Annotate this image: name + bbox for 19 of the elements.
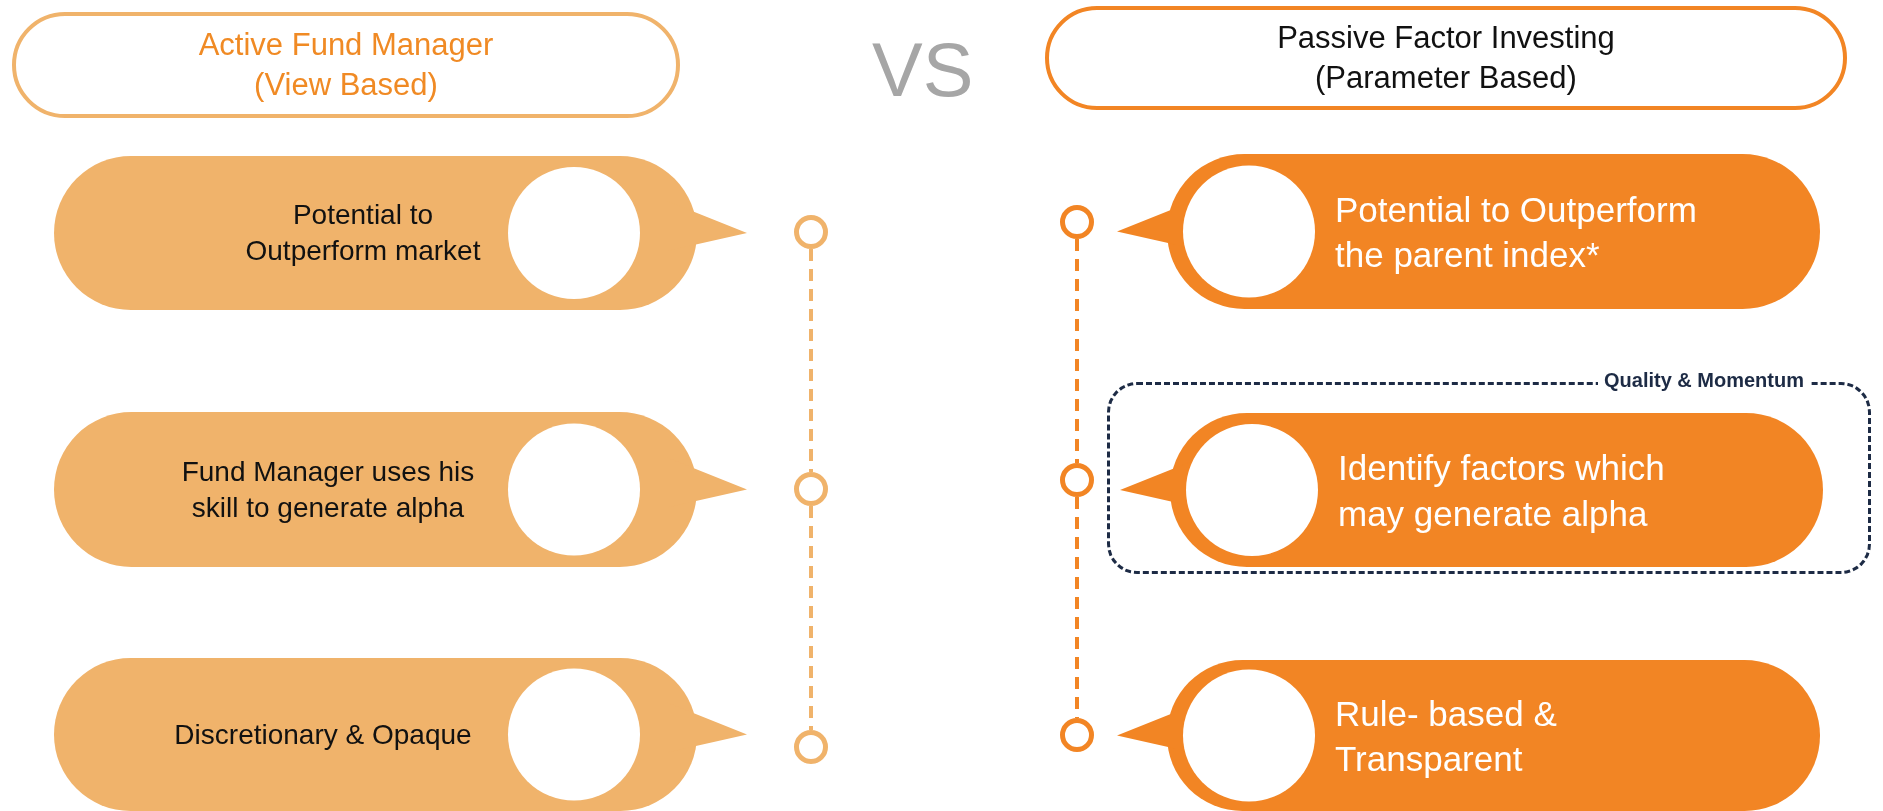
- timeline-circle: [1060, 463, 1094, 497]
- header-text: Active Fund Manager (View Based): [197, 25, 495, 104]
- timeline-circle: [1060, 205, 1094, 239]
- bubble-text: Rule- based & Transparent: [1335, 692, 1558, 780]
- timeline-circle: [794, 730, 828, 764]
- dashed-connector: [1075, 239, 1079, 463]
- dashed-connector: [809, 506, 813, 730]
- dashed-connector: [809, 249, 813, 472]
- bubble-text: Discretionary & Opaque: [173, 717, 473, 752]
- timeline-circle: [794, 215, 828, 249]
- bubble-text: Potential to Outperform market: [244, 197, 482, 268]
- bubble-text: Potential to Outperform the parent index*: [1335, 188, 1698, 276]
- group-label: Quality & Momentum: [1598, 369, 1810, 392]
- timeline-circle: [1060, 718, 1094, 752]
- header-text: Passive Factor Investing (Parameter Based): [1276, 18, 1616, 97]
- bubble-text: Identify factors which may generate alpha: [1338, 446, 1666, 535]
- vs-label: VS: [872, 26, 974, 113]
- timeline-circle: [794, 472, 828, 506]
- bubble-text: Fund Manager uses his skill to generate alpha: [180, 454, 476, 525]
